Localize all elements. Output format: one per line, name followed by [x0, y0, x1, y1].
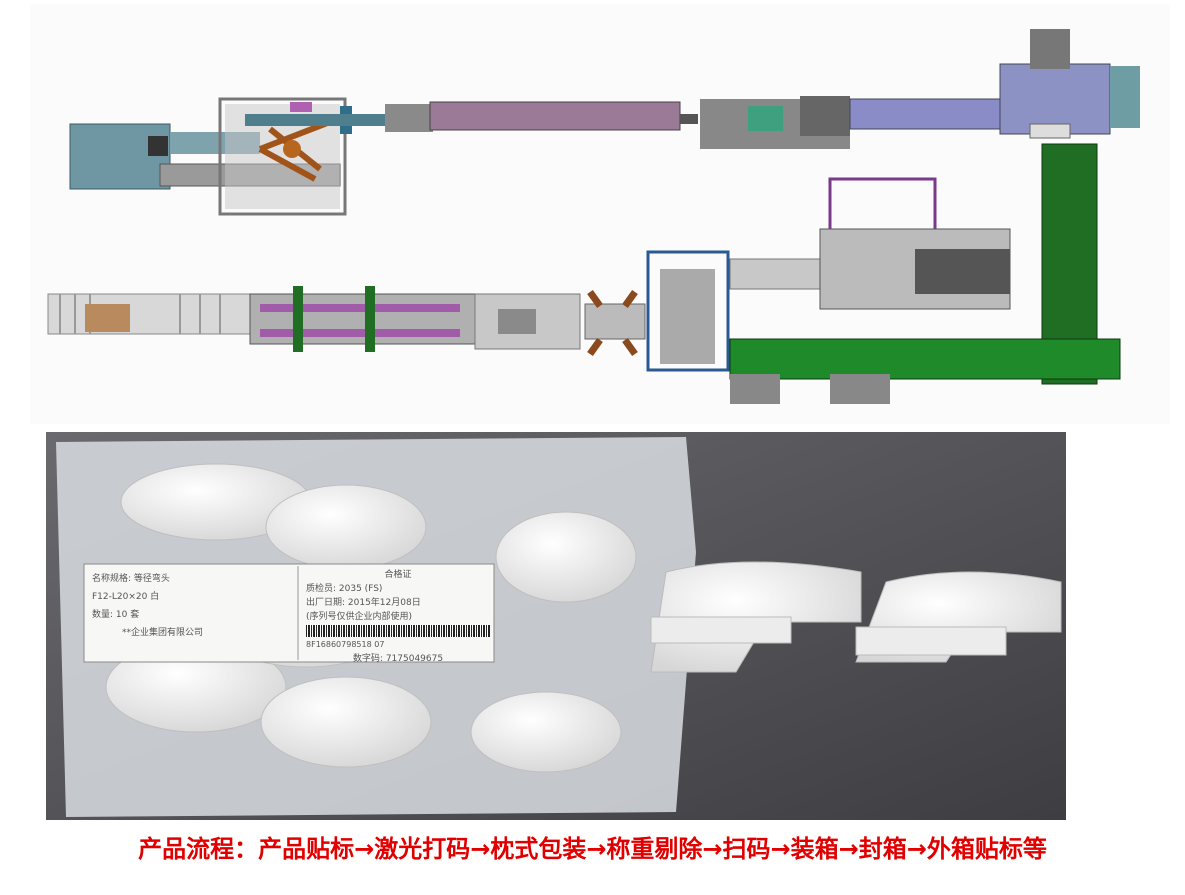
loose-elbow-fitting-2: [855, 571, 1062, 663]
barcode: [306, 625, 490, 637]
barcode-number: 8F16860798518 07: [306, 640, 385, 649]
label-quantity: 数量: 10 套: [92, 610, 140, 620]
process-flow-caption: 产品流程：产品贴标→激光打码→枕式包装→称重剔除→扫码→装箱→封箱→外箱贴标等: [138, 835, 1047, 863]
packaging-line-layout-drawing: [30, 4, 1170, 424]
label-spec-model: F12-L20×20 白: [92, 592, 160, 602]
label-digital-code: 数字码: 7175049675: [352, 654, 444, 664]
product-photo: 名称规格: 等径弯头 F12-L20×20 白 数量: 10 套 **企业集团有…: [46, 432, 1066, 820]
label-spec-name: 名称规格: 等径弯头: [92, 574, 170, 584]
label-inspector: 质检员: 2035 (FS): [306, 584, 383, 594]
label-certificate-title: 合格证: [384, 570, 412, 580]
label-serial-note: (序列号仅供企业内部使用): [306, 612, 413, 622]
loose-elbow-fitting-1: [650, 561, 862, 673]
label-production-date: 出厂日期: 2015年12月08日: [306, 598, 421, 608]
product-label: 名称规格: 等径弯头 F12-L20×20 白 数量: 10 套 **企业集团有…: [84, 564, 494, 664]
label-company: **企业集团有限公司: [122, 628, 204, 638]
